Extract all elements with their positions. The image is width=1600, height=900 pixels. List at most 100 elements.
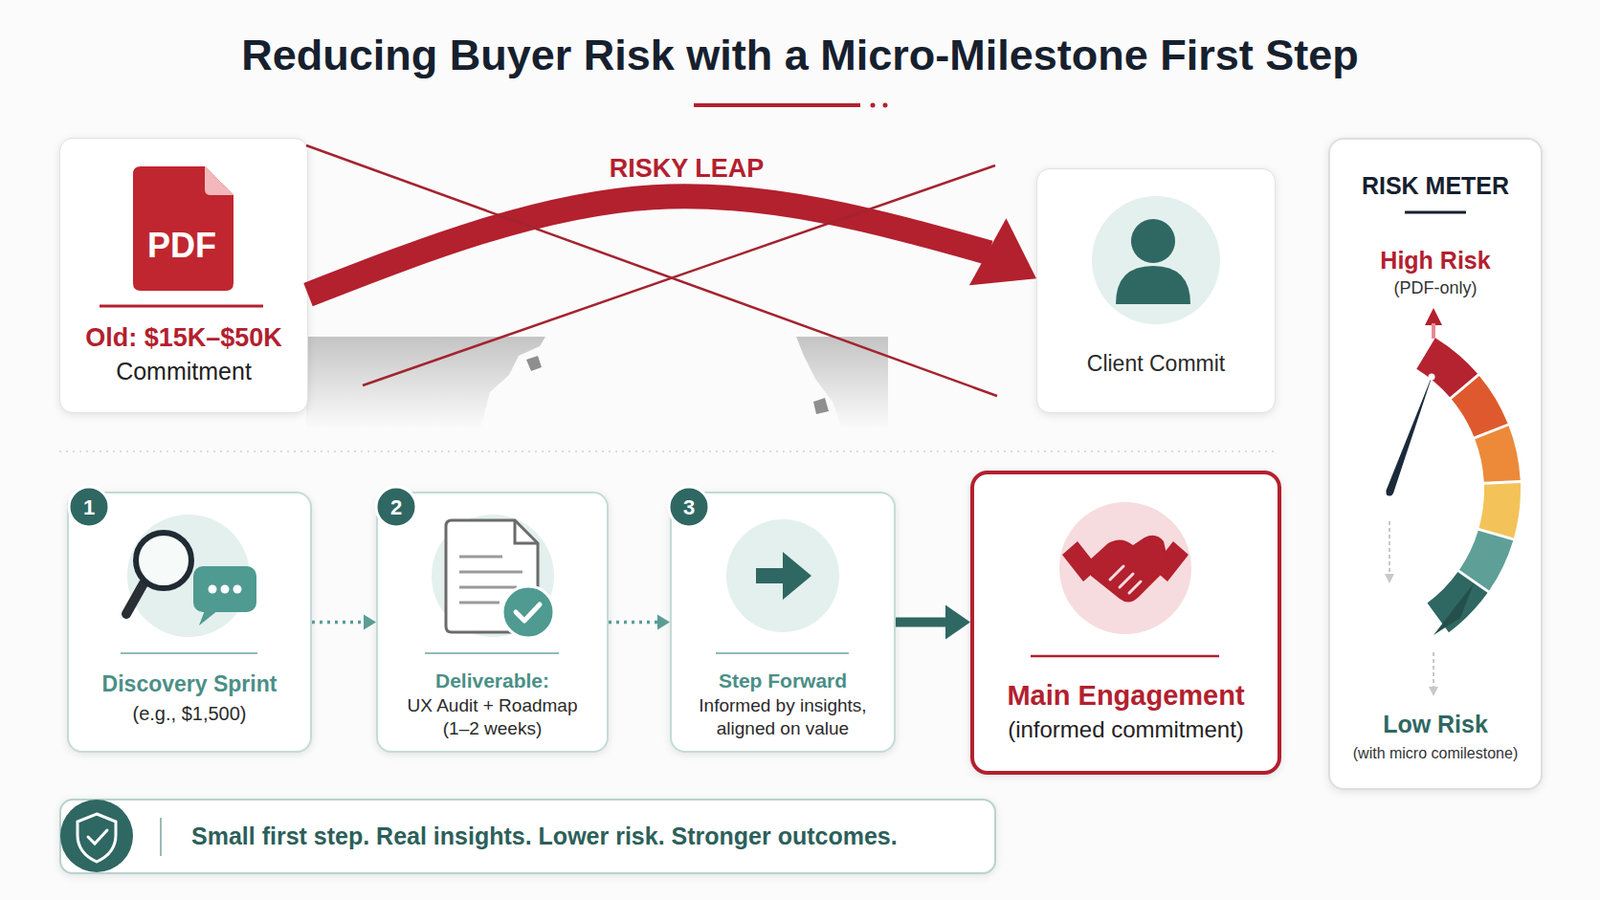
step-heading: Step Forward [677,668,889,693]
magnifier-lens [135,533,192,589]
connector-line [895,618,948,628]
gauge-marker [1433,583,1474,636]
person-head [1131,219,1176,264]
risky-leap-arrow [308,196,1037,295]
forward-arrow-icon [755,552,812,600]
arrow-head [657,615,670,631]
gauge-segment [1451,376,1509,438]
client-card: Client Commit [1036,168,1276,414]
connector-line [308,196,990,295]
document-line [459,586,517,590]
heading-rule [1404,211,1467,215]
cross-out-line [362,165,996,386]
arrow-head [945,605,971,641]
card-caption: Commitment [66,356,302,386]
connector-line [608,621,660,625]
shield-icon [77,814,116,863]
document-icon [445,520,538,633]
chat-bubble [199,610,219,626]
chat-dot [208,585,218,595]
callout-number: 2 [390,497,402,519]
step-heading: Deliverable: [383,668,601,693]
check-badge [502,586,555,639]
document-line [459,601,500,605]
step-card: Discovery Sprint (e.g., $1,500) [66,491,312,754]
step-detail: UX Audit + Roadmap (1–2 weeks) [397,694,589,741]
price-range: Old: $15K–$50K [66,322,302,354]
title-dot [883,103,889,109]
pdf-icon [133,166,234,291]
title-dot [870,103,876,109]
card-rule [424,652,559,655]
step-card: Deliverable:UX Audit + Roadmap (1–2 week… [376,491,609,754]
main-engagement-box: Main Engagement(informed commitment) [970,470,1282,776]
card-rule [715,652,849,655]
risk-level: Low Risk [1335,710,1535,739]
title-underline [693,103,861,108]
falling-rock [526,355,542,372]
gauge-segment [1416,337,1478,398]
diagram-title: Reducing Buyer Risk with a Micro-Milesto… [0,30,1600,81]
chat-bubble [193,566,257,613]
needle-tip [1428,374,1436,381]
down-arrow [1428,687,1439,697]
callout-badge [668,487,710,528]
main-detail: (informed commitment) [979,716,1272,745]
chat-dot [233,585,243,595]
commitment-card: Old: $15K–$50KCommitment [59,137,309,414]
arrow-head [363,615,377,631]
chat-dot [221,585,230,595]
handshake [1087,535,1170,603]
check-mark [515,604,540,622]
card-rule [1030,655,1220,659]
step-card: Step ForwardInformed by insights, aligne… [669,491,896,754]
document-line [459,555,503,559]
icon-label: PDF [147,228,217,264]
flow-arrow [895,605,971,641]
icon-backdrop [1091,196,1221,325]
section-divider [59,450,1276,453]
cliff [306,336,546,429]
down-arrow [1432,652,1435,688]
document-fold [514,520,538,544]
cliff [796,336,889,429]
connector-line [311,621,366,625]
edge-label: RISKY LEAP [609,155,765,182]
callout-badge [376,487,417,528]
banner-divider [159,818,162,857]
step-detail: Informed by insights, aligned on value [687,694,879,741]
gauge-segment [1427,572,1489,633]
callout-badge [68,487,110,528]
icon-backdrop [726,519,840,633]
flow-arrow [311,615,377,631]
cross-out-line [306,145,998,397]
panel-heading: RISK METER [1335,171,1535,200]
risk-note: (PDF-only) [1335,278,1535,300]
icon-backdrop [1059,502,1192,635]
step-detail: (e.g., $1,500) [74,702,305,726]
arrow-head [969,218,1037,286]
card-caption: Client Commit [1043,351,1269,378]
icon-backdrop [431,514,555,638]
handshake-finger [1110,566,1141,594]
document-line [459,571,523,575]
gauge-segment [1479,483,1521,539]
handshake-cuff [1152,541,1189,582]
banner-text: Small first step. Real insights. Lower r… [191,822,986,851]
pdf-fold [204,166,234,196]
gauge-needle [1385,372,1434,494]
gauge-segment [1459,531,1513,592]
risk-level: High Risk [1335,245,1535,275]
gauge-top-arrow [1424,308,1443,326]
risk-meter-panel: RISK METERHigh Risk(PDF-only)Low Risk(wi… [1328,137,1543,791]
callout-number: 3 [683,497,695,519]
summary-banner: Small first step. Real insights. Lower r… [59,799,997,875]
icon-backdrop [127,514,250,638]
card-rule [99,305,264,309]
step-heading: Discovery Sprint [74,671,305,699]
falling-rock [813,398,829,415]
down-arrow [1388,521,1391,575]
down-arrow [1384,574,1395,584]
shield-badge [60,800,134,873]
magnifier-handle [126,583,144,615]
